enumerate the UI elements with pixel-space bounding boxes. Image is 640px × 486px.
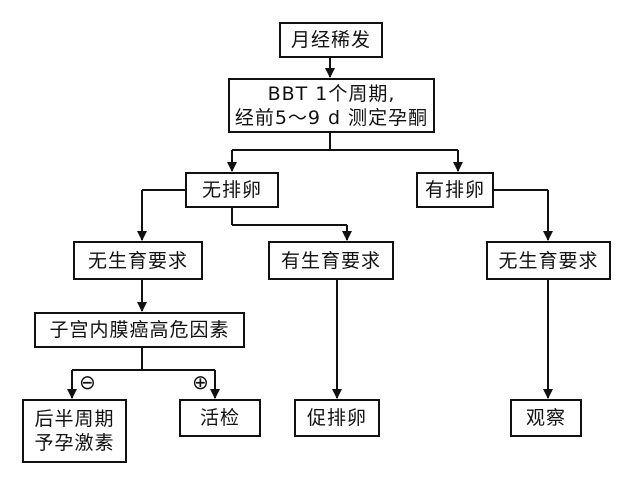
node-bbt-line2: 经前5～9 d 测定孕酮	[234, 106, 429, 129]
node-no-fertility-right: 无生育要求	[486, 241, 611, 280]
node-ovulation: 有排卵	[416, 172, 494, 208]
node-progesterone-line1: 后半周期	[34, 408, 115, 430]
node-biopsy: 活检	[179, 399, 261, 437]
node-fertility-mid: 有生育要求	[268, 241, 394, 280]
node-ovulation-label: 有排卵	[424, 179, 485, 201]
node-no-fertility-right-label: 无生育要求	[498, 249, 599, 272]
node-risk-factors: 子宫内膜癌高危因素	[34, 312, 245, 348]
node-biopsy-label: 活检	[199, 407, 240, 429]
node-start: 月经稀发	[279, 22, 383, 58]
node-progesterone: 后半周期 予孕激素	[22, 399, 127, 463]
negative-sign: ⊖	[79, 370, 96, 394]
node-fertility-mid-label: 有生育要求	[280, 249, 381, 272]
node-no-fertility-left: 无生育要求	[73, 241, 203, 280]
node-risk-factors-label: 子宫内膜癌高危因素	[49, 319, 230, 341]
node-induce-ovulation-label: 促排卵	[306, 407, 367, 429]
node-no-fertility-left-label: 无生育要求	[87, 249, 188, 272]
node-progesterone-line2: 予孕激素	[34, 432, 115, 454]
node-observe: 观察	[510, 399, 582, 437]
node-induce-ovulation: 促排卵	[294, 399, 380, 437]
node-bbt-line1: BBT 1个周期,	[267, 82, 396, 105]
positive-sign: ⊕	[192, 370, 209, 394]
node-observe-label: 观察	[525, 407, 566, 429]
node-no-ovulation: 无排卵	[185, 172, 279, 208]
node-no-ovulation-label: 无排卵	[201, 179, 262, 201]
node-bbt: BBT 1个周期, 经前5～9 d 测定孕酮	[228, 78, 435, 133]
node-start-label: 月经稀发	[290, 29, 371, 51]
